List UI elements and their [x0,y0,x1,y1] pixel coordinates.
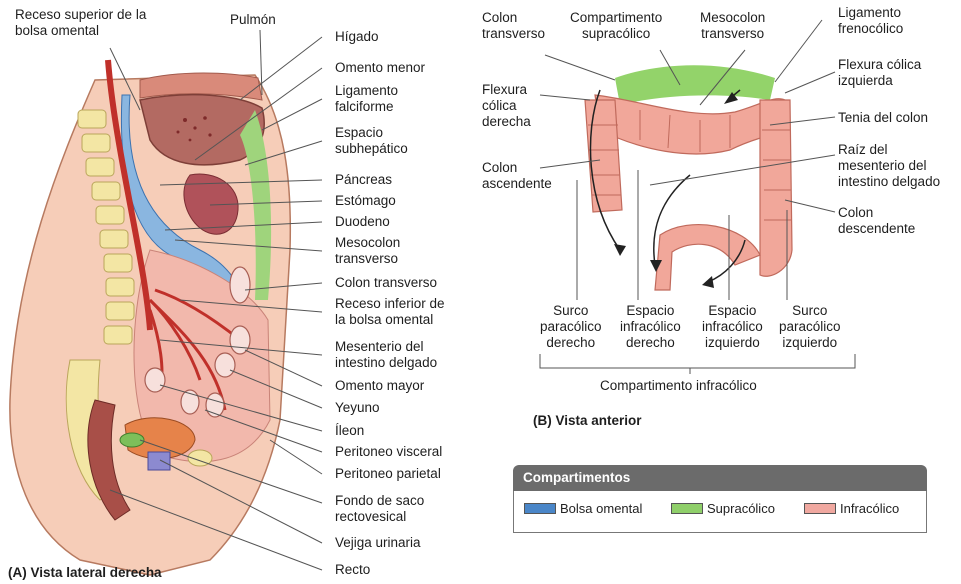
colon [585,95,792,290]
supracolic-region [615,65,775,105]
legend-label-bolsa: Bolsa omental [560,501,642,516]
label-colon-transverso-a: Colon transverso [335,275,437,291]
label-tenia: Tenia del colon [838,110,928,126]
label-peritoneo-visceral: Peritoneo visceral [335,444,442,460]
legend-item-infracolico: Infracólico [804,501,899,517]
legend-body: Bolsa omental Supracólico Infracólico [513,491,927,533]
label-omento-menor: Omento menor [335,60,425,76]
legend-swatch-infracolico [804,503,836,514]
legend-swatch-bolsa [524,503,556,514]
legend-title: Compartimentos [513,465,927,491]
legend: Compartimentos Bolsa omental Supracólico… [513,465,927,537]
legend-item-supracolico: Supracólico [671,501,775,517]
label-omento-mayor: Omento mayor [335,378,424,394]
legend-item-bolsa: Bolsa omental [524,501,642,517]
label-recto: Recto [335,562,370,578]
caption-panel-b: (B) Vista anterior [533,413,642,428]
label-pulmon: Pulmón [230,12,276,28]
caption-panel-a: (A) Vista lateral derecha [8,565,162,580]
label-ileon: Íleon [335,423,364,439]
legend-label-infracolico: Infracólico [840,501,899,516]
label-yeyuno: Yeyuno [335,400,380,416]
label-higado: Hígado [335,29,379,45]
legend-label-supracolico: Supracólico [707,501,775,516]
label-peritoneo-parietal: Peritoneo parietal [335,466,441,482]
label-pancreas: Páncreas [335,172,392,188]
label-duodeno: Duodeno [335,214,390,230]
label-estomago: Estómago [335,193,396,209]
label-compartimento-infracolico: Compartimento infracólico [600,378,757,394]
legend-swatch-supracolico [671,503,703,514]
infracolic-bracket [540,354,855,374]
label-vejiga: Vejiga urinaria [335,535,421,551]
